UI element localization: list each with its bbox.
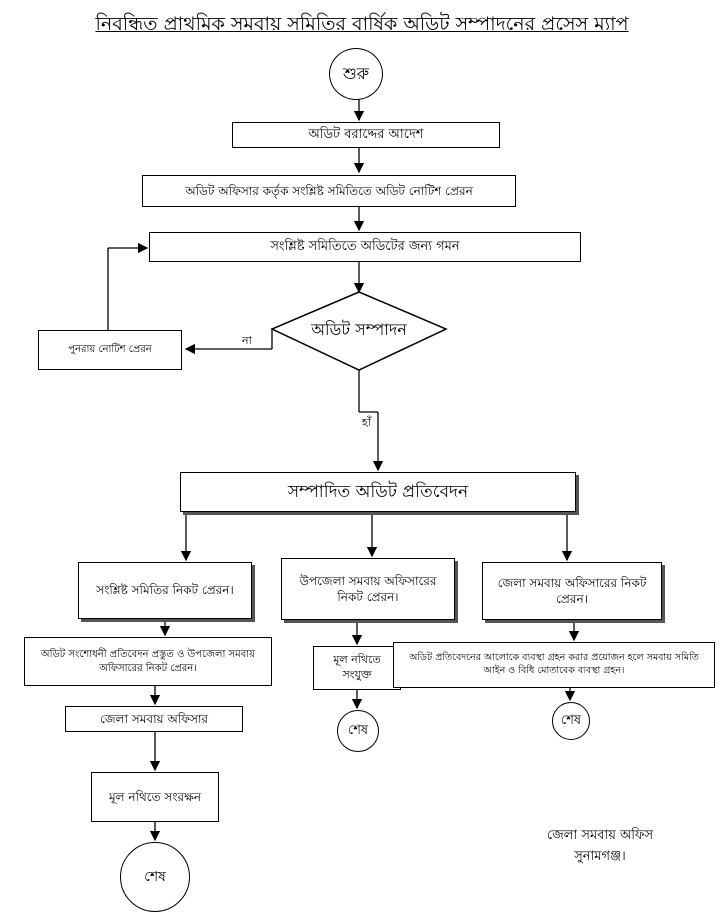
left-send-society: সংশ্লিষ্ট সমিতির নিকট প্রেরন। [78, 562, 252, 619]
decision-diamond [270, 291, 448, 371]
left-revised-report: অডিট সংশোধনী প্রতিবেদন প্রস্তুত ও উপজেলা… [24, 637, 272, 686]
left-file-keep: মূল নথিতে সংরক্ষন [91, 772, 219, 822]
mid-end-node: শেষ [337, 710, 379, 752]
step-audit-notice: অডিট অফিসার কর্তৃক সংশ্লিষ্ট সমিতিতে অডি… [142, 175, 516, 207]
page-title: নিবন্ধিত প্রাথমিক সমবায় সমিতির বার্ষিক … [95, 13, 629, 35]
mid-file-attach: মূল নথিতে সংযুক্ত [313, 646, 401, 690]
mid-send-upazila: উপজেলা সমবায় অফিসারের নিকট প্রেরন। [281, 558, 455, 620]
office-signature: জেলা সমবায় অফিস সুনামগঞ্জ। [520, 826, 680, 868]
step-audit-report: সম্পাদিত অডিট প্রতিবেদন [180, 472, 576, 512]
edge-label-no: না [242, 334, 252, 347]
right-take-action: অডিট প্রতিবেদনের আলোকে ব্যবস্থা গ্রহন কর… [393, 642, 715, 688]
office-place: সুনামগঞ্জ। [574, 848, 626, 864]
step-renotice: পুনরায় নোটিশ প্রেরন [38, 330, 182, 370]
start-node: শুরু [329, 48, 383, 100]
left-end-node: শেষ [120, 842, 190, 912]
decision-label: অডিট সম্পাদন [311, 320, 407, 339]
office-name: জেলা সমবায় অফিস [546, 828, 654, 843]
step-audit-order: অডিট বরাদ্দের আদেশ [232, 122, 500, 148]
edge-label-yes: হাঁ [362, 416, 371, 429]
right-end-node: শেষ [552, 702, 590, 740]
right-send-district: জেলা সমবায় অফিসারের নিকট প্রেরন। [482, 562, 662, 620]
left-district-officer: জেলা সমবায় অফিসার [65, 706, 243, 732]
step-visit-society: সংশ্লিষ্ট সমিতিতে অডিটের জন্য গমন [149, 232, 581, 262]
